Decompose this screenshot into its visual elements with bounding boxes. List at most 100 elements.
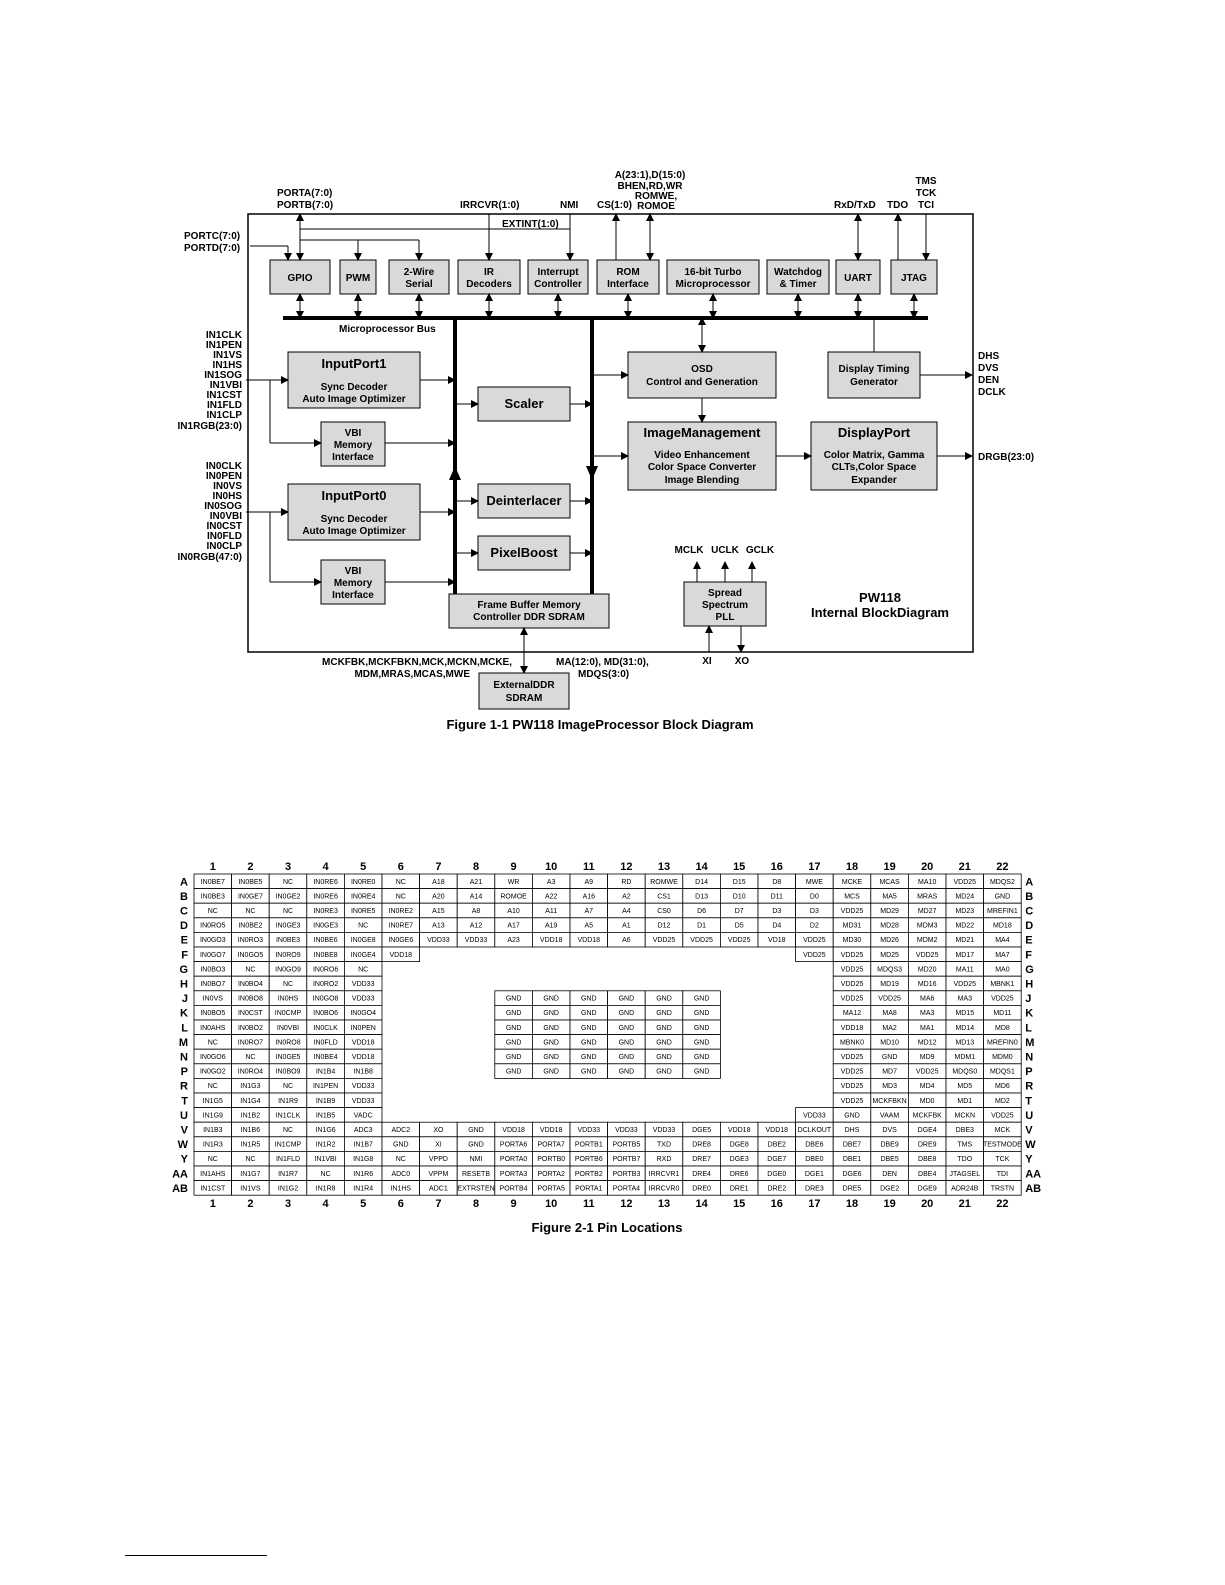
pin-cell-box: [306, 917, 345, 933]
pin-cell-box: [306, 1092, 345, 1109]
pin-cell: NC: [193, 1151, 232, 1167]
pin-cell-box: [494, 1121, 533, 1138]
row-header: U: [180, 1110, 188, 1122]
pin-cell: DRE8: [682, 1136, 721, 1152]
row-footer: J: [1025, 993, 1031, 1005]
column-header: 18: [846, 861, 858, 873]
pin-cell-box: [908, 873, 947, 890]
pin-cell: DVS: [870, 1121, 909, 1138]
pin-cell: GND: [569, 1063, 608, 1079]
pin-label: TMS: [957, 1142, 972, 1149]
pin-cell: GND: [607, 1034, 646, 1050]
column-header: 11: [583, 861, 595, 873]
row-footer: C: [1025, 906, 1033, 918]
pin-label: VPPD: [429, 1156, 448, 1163]
pin-cell: DBE5: [870, 1151, 909, 1167]
pin-cell: VDD25: [832, 1078, 872, 1094]
pin-cell-box: [569, 1063, 608, 1079]
pin-label: IN1G2: [278, 1185, 298, 1192]
pin-cell-box: [832, 917, 872, 933]
pin-label: IN1B3: [203, 1127, 223, 1134]
in0-line-3: Auto Image Optimizer: [302, 526, 405, 537]
pin-cell-box: [644, 1034, 684, 1050]
pin-cell-box: [720, 1165, 759, 1182]
pin-cell: A18: [419, 873, 458, 890]
pin-label: A11: [545, 908, 557, 915]
pin-cell: DRE0: [682, 1180, 721, 1196]
in1-pin-0: IN1CLK: [206, 330, 243, 341]
pin-cell-box: [193, 1092, 232, 1109]
pin-cell-box: [870, 917, 909, 933]
pin-cell: VDD25: [908, 1063, 947, 1079]
pin-cell-box: [795, 888, 834, 904]
pin-label: MD18: [993, 923, 1012, 930]
pin-label: VAAM: [880, 1112, 899, 1119]
pin-label: IN0RO7: [238, 1039, 263, 1046]
pin-cell: MD26: [870, 932, 909, 948]
pin-cell-box: [682, 1121, 721, 1138]
pin-cell: DBE8: [908, 1151, 947, 1167]
pin-cell: DGE9: [908, 1180, 947, 1196]
pin-cell: ADC0: [381, 1165, 420, 1182]
pin-cell-box: [945, 1063, 984, 1079]
pin-cell-box: [381, 946, 420, 963]
extint-label: EXTINT(1:0): [502, 219, 559, 230]
in1-pin-3: IN1HS: [213, 360, 243, 371]
pin-cell: IN0GO5: [231, 946, 270, 963]
pin-label: NC: [396, 1156, 406, 1163]
pin-cell-box: [494, 1180, 533, 1196]
pin-label: IN0BE2: [238, 923, 262, 930]
pin-cell: DGE2: [870, 1180, 909, 1196]
column-header: 2: [247, 861, 253, 873]
den-label: DEN: [978, 375, 999, 386]
pin-cell-box: [682, 1151, 721, 1167]
pin-grid: 1122334455667788991010111112121313141415…: [172, 861, 1041, 1210]
pin-label: ADC1: [429, 1185, 448, 1192]
pin-cell-box: [306, 1034, 345, 1050]
osd-block: OSD Control and Generation: [627, 351, 777, 399]
pin-cell: NC: [193, 902, 232, 919]
column-header: 10: [545, 861, 557, 873]
pin-cell-box: [343, 961, 383, 977]
pin-label: GND: [543, 1054, 559, 1061]
pin-cell-box: [607, 1048, 646, 1065]
pin-label: IN1PEN: [313, 1083, 338, 1090]
pin-cell: MA3: [945, 990, 984, 1006]
pin-label: RXD: [657, 1156, 672, 1163]
pin-cell-box: [419, 1121, 458, 1138]
bus-down-arrow: [586, 466, 598, 480]
pin-cell: MD3: [870, 1078, 909, 1094]
pin-cell: PORTA4: [607, 1180, 646, 1196]
pin-cell: IN0BO9: [268, 1063, 308, 1079]
pin-cell-box: [306, 1136, 345, 1152]
pin-cell: DHS: [832, 1121, 872, 1138]
pin-cell-box: [908, 1063, 947, 1079]
pin-cell-box: [193, 1048, 232, 1065]
pin-cell: MD24: [945, 888, 984, 904]
pin-label: VDD33: [352, 1098, 375, 1105]
pin-cell-box: [231, 1048, 270, 1065]
pin-label: VDD33: [352, 996, 375, 1003]
pin-cell-box: [193, 1078, 232, 1094]
pin-label: DBE2: [768, 1142, 786, 1149]
pin-cell-box: [419, 888, 458, 904]
pin-cell-box: [607, 1063, 646, 1079]
pin-label: GND: [694, 1039, 710, 1046]
pin-label: IN1FLD: [276, 1156, 300, 1163]
pin-label: NC: [283, 879, 293, 886]
pin-label: ROMWE: [650, 879, 678, 886]
pin-cell-box: [644, 1136, 684, 1152]
pin-label: NC: [283, 1127, 293, 1134]
column-header: 3: [285, 861, 291, 873]
pin-cell-box: [682, 1165, 721, 1182]
in0-pin-9: IN0RGB(47:0): [178, 552, 242, 563]
pin-label: PORTB3: [612, 1171, 640, 1178]
pin-cell-box: [870, 1121, 909, 1138]
pin-cell: ADC1: [419, 1180, 458, 1196]
dtg-line-1: Display Timing: [839, 364, 910, 375]
pin-cell-box: [682, 1005, 721, 1021]
column-header: 4: [323, 861, 330, 873]
pin-cell-box: [268, 932, 308, 948]
in1-pin-5: IN1VBI: [210, 380, 242, 391]
pin-cell: VPPM: [419, 1165, 458, 1182]
